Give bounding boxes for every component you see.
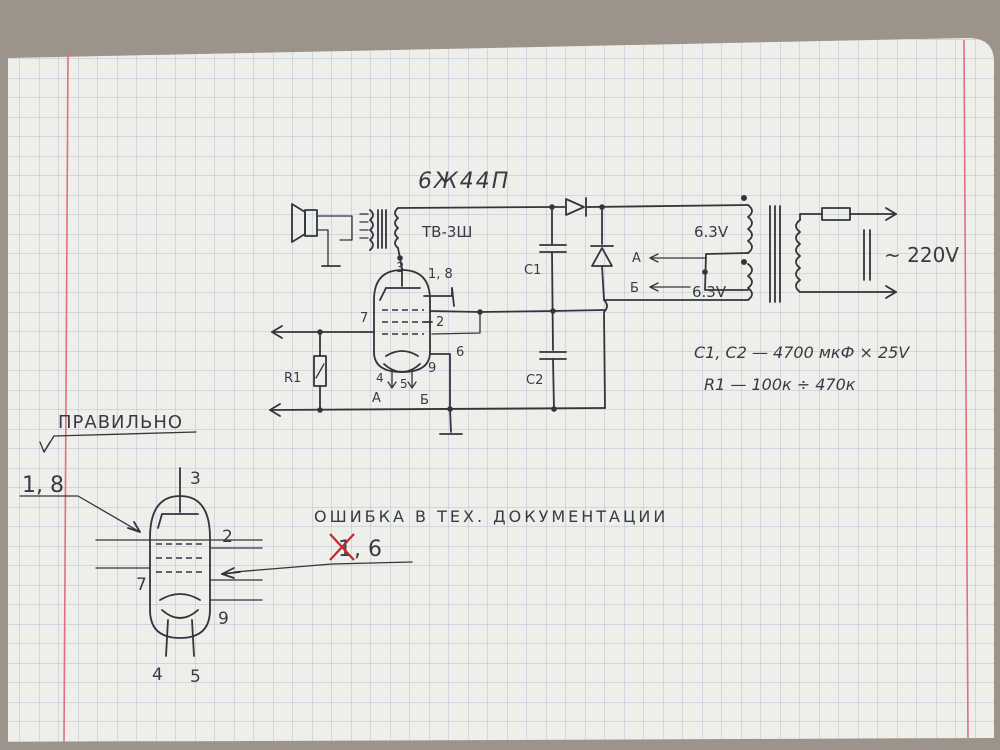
detail-pin2-label: 2 — [222, 527, 233, 547]
detail-pin9-label: 9 — [218, 609, 229, 629]
error-label: ОШИБКА В ТЕХ. ДОКУМЕНТАЦИИ — [314, 507, 668, 526]
power-transformer: ~ 220V — [769, 205, 959, 303]
output-transformer: ТВ-3Ш — [369, 207, 472, 251]
schematic: 6Ж44П ТВ-3Ш 3 — [269, 169, 959, 435]
tube-6zh44p: 1, 8 7 2 6 4 5 9 А Б — [360, 257, 464, 410]
pin-shield-label: 9 — [428, 361, 436, 376]
pin-heater-a-label: 4 — [376, 371, 384, 385]
pin-anode-label: 3 — [396, 261, 404, 276]
note-resistor: R1 — 100к ÷ 470к — [704, 375, 856, 394]
detail-pin5-label: 5 — [190, 667, 201, 687]
resistor-r1: R1 — [284, 331, 327, 411]
tube-type-title: 6Ж44П — [418, 169, 510, 194]
pin-cathode-label: 7 — [360, 311, 368, 326]
correct-pins-label: 1, 8 — [22, 473, 64, 498]
heater-top-label: 6.3V — [694, 223, 729, 241]
pin-grid1-label: 1, 8 — [428, 267, 453, 282]
r1-label: R1 — [284, 371, 301, 386]
detail-tube: 3 2 7 9 4 5 — [95, 467, 263, 687]
tap-a-label: А — [632, 251, 641, 266]
capacitor-c2: C2 — [526, 351, 567, 388]
detail-pin7-label: 7 — [136, 575, 147, 595]
paper-sheet — [8, 38, 994, 743]
correction-cross-mark — [329, 533, 355, 561]
c1-label: C1 — [524, 263, 541, 278]
pin-heater-b-label: 5 — [400, 377, 408, 391]
correct-label: ПРАВИЛЬНО — [58, 412, 183, 433]
c2-label: C2 — [526, 373, 543, 388]
heater-windings: А Б 6.3V 6.3V — [603, 195, 753, 301]
capacitor-c1: C1 — [524, 244, 567, 278]
detail-pin3-label: 3 — [190, 469, 201, 489]
heater-bottom-label: 6.3V — [692, 283, 727, 301]
speaker-icon — [291, 203, 369, 267]
diode-top — [565, 197, 591, 217]
corrected-pin-label: , 6 — [354, 537, 382, 562]
pin-grid3-label: 6 — [456, 345, 464, 360]
mains-voltage-label: ~ 220V — [884, 243, 959, 267]
pin-grid2-label: 2 — [436, 315, 444, 330]
note-capacitors: C1, C2 — 4700 мкФ × 25V — [694, 343, 910, 362]
margin-line-right — [963, 39, 969, 739]
pinout-detail: ПРАВИЛЬНО 1, 8 3 2 7 9 — [19, 412, 668, 687]
heater-b-label: Б — [420, 393, 429, 408]
detail-pin4-label: 4 — [152, 665, 163, 685]
margin-line-left — [63, 51, 69, 743]
tap-b-label: Б — [630, 281, 639, 296]
heater-a-label: А — [372, 391, 381, 406]
transformer-label: ТВ-3Ш — [421, 223, 472, 241]
